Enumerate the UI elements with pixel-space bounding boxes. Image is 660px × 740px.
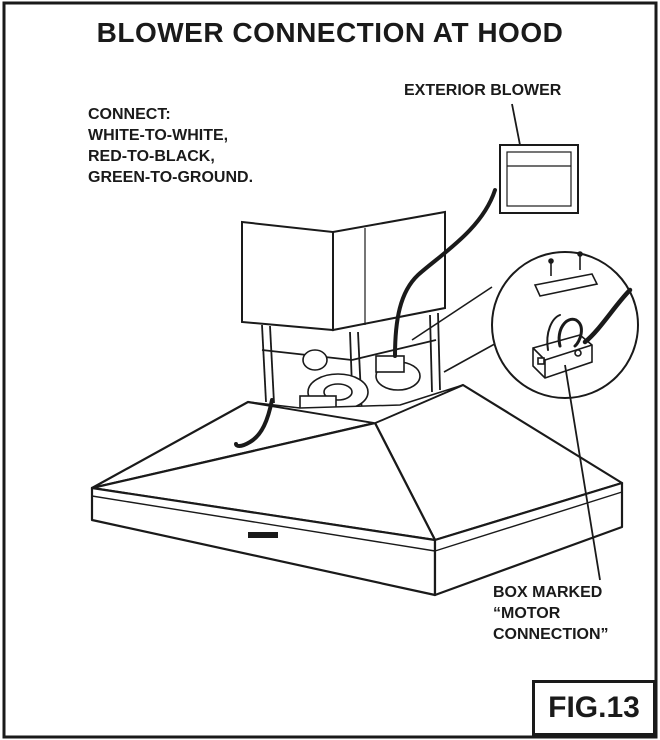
- hood-front-rim: [90, 481, 624, 597]
- diagram-title: BLOWER CONNECTION AT HOOD: [96, 17, 564, 48]
- box-label-leader: [564, 364, 601, 581]
- wiring-instructions: CONNECT: WHITE-TO-WHITE, RED-TO-BLACK, G…: [88, 104, 253, 188]
- wiring-instruction-white: WHITE-TO-WHITE,: [88, 127, 229, 144]
- figure-number: FIG.13: [532, 680, 656, 736]
- exterior-blower-leader: [511, 103, 521, 146]
- wiring-instruction-green: GREEN-TO-GROUND.: [88, 169, 254, 186]
- box-label-line-1: BOX MARKED: [493, 584, 603, 601]
- exterior-blower-box: [499, 144, 579, 214]
- support-frame: [261, 312, 441, 417]
- chimney-cover: [241, 210, 446, 332]
- wiring-instruction-heading: CONNECT:: [88, 106, 171, 123]
- electrical-wires: [234, 188, 497, 448]
- box-label-line-2: “MOTOR: [493, 605, 561, 622]
- wiring-instruction-red: RED-TO-BLACK,: [88, 148, 215, 165]
- motor-connection-box-label: BOX MARKED “MOTOR CONNECTION”: [493, 582, 609, 645]
- exterior-blower-label: EXTERIOR BLOWER: [404, 82, 562, 99]
- box-label-line-3: CONNECTION”: [493, 626, 609, 643]
- detail-inset: [491, 251, 639, 399]
- brand-badge: [248, 532, 278, 538]
